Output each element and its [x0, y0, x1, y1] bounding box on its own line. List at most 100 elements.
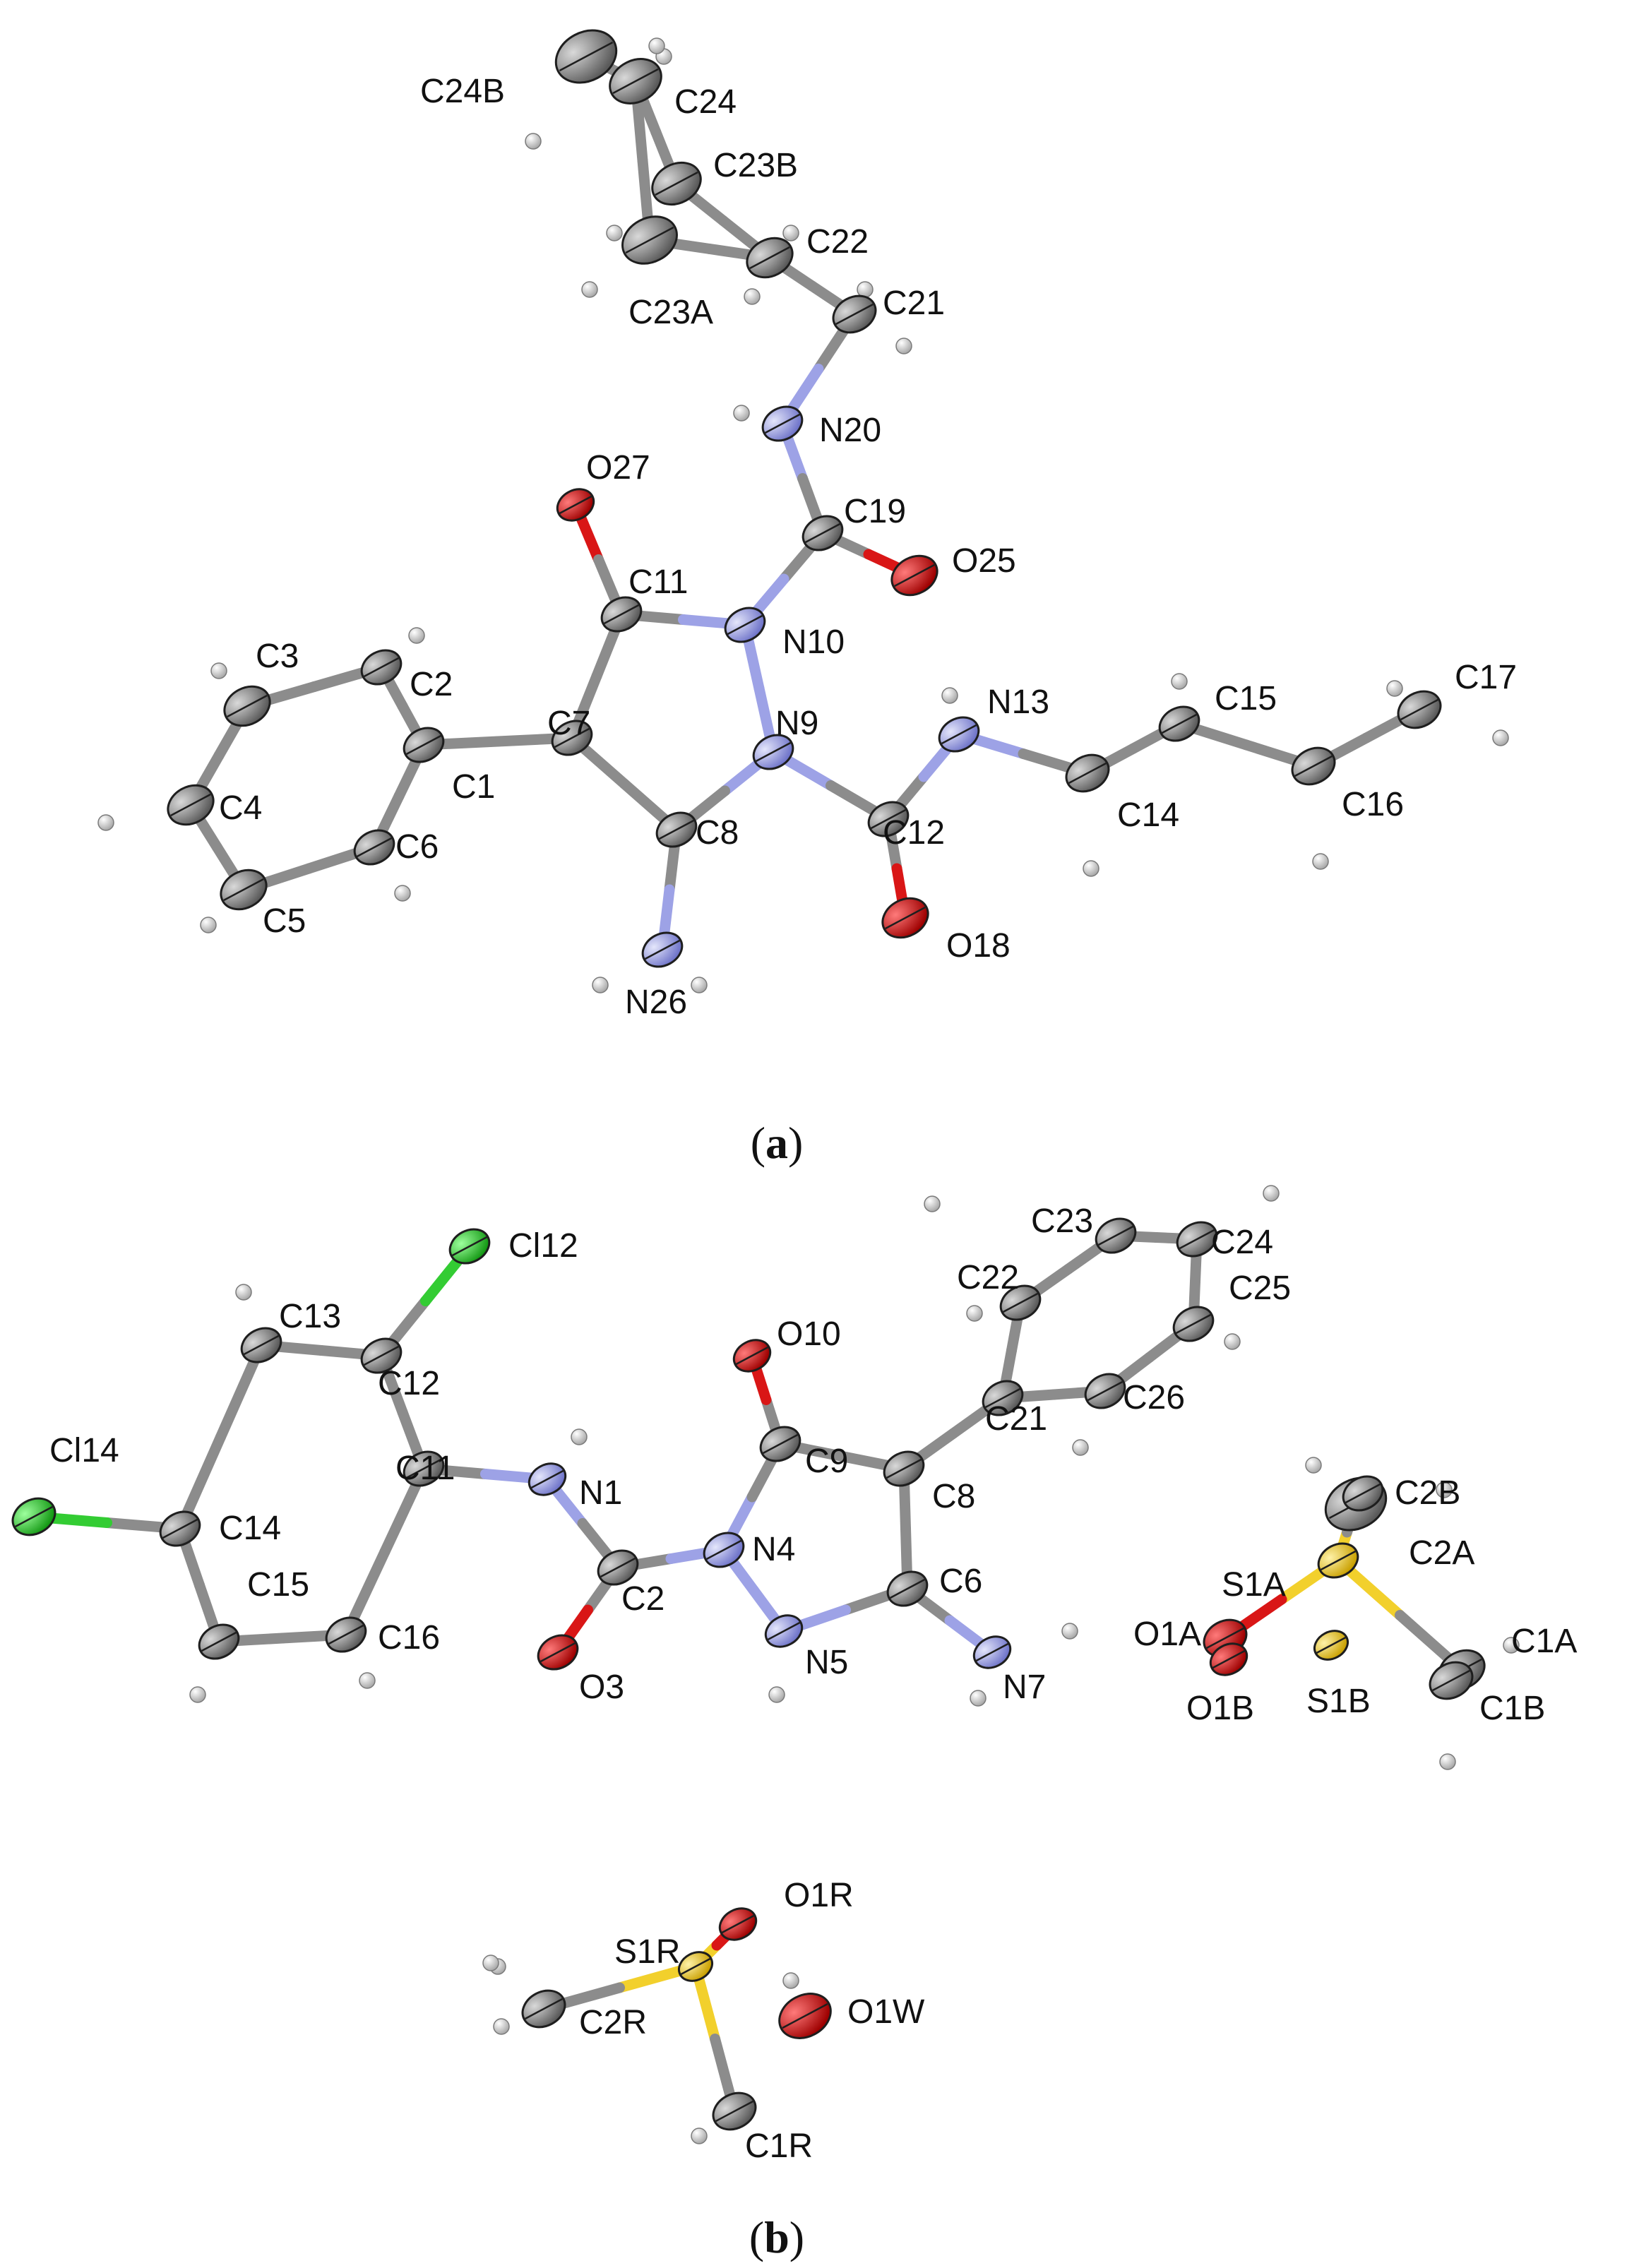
atom-label: C22	[806, 223, 869, 261]
atom-C12	[867, 801, 910, 837]
hydrogen-atom	[1072, 1439, 1089, 1456]
atom-label: N20	[819, 412, 881, 449]
atom-C8	[655, 811, 698, 848]
atom-C11	[600, 596, 643, 633]
atom-C1R	[712, 2091, 757, 2131]
atom-label: C1B	[1479, 1690, 1545, 1727]
panel-b: Cl12Cl14C13C12C11C14C15C16N1C2O3N4C9O10C…	[11, 1185, 1577, 2262]
atom-label: C13	[279, 1298, 341, 1335]
atom-N26	[641, 931, 684, 968]
atom-label: C8	[696, 814, 739, 852]
atom-C24B	[554, 29, 618, 84]
atom-C3	[223, 685, 271, 727]
atom-label: C1A	[1511, 1623, 1577, 1660]
hydrogen-atom	[970, 1690, 987, 1707]
atom-C2	[360, 649, 403, 686]
atom-C17	[1397, 690, 1442, 729]
hydrogen-atom	[782, 225, 799, 241]
hydrogen-atom	[1263, 1185, 1280, 1202]
atom-C2B	[1342, 1475, 1384, 1512]
hydrogen-atom	[691, 977, 708, 993]
atom-Cl12	[448, 1228, 491, 1265]
atom-label: C12	[378, 1365, 440, 1402]
hydrogen-atom	[1439, 1753, 1456, 1770]
atom-C21	[832, 294, 877, 334]
atom-O3	[537, 1634, 579, 1671]
atom-N10	[724, 607, 766, 643]
hydrogen-atom	[408, 627, 425, 644]
atom-C2R	[521, 1989, 566, 2029]
atom-C24	[1176, 1221, 1218, 1258]
atom-label: C16	[1342, 786, 1404, 823]
atom-C7	[551, 720, 593, 756]
atom-S1B	[1313, 1630, 1349, 1661]
atom-S1R	[678, 1951, 713, 1982]
atom-C12	[360, 1337, 403, 1374]
atom-label: O1W	[847, 1993, 925, 2031]
atom-C5	[220, 869, 268, 911]
atom-label: N1	[579, 1474, 622, 1512]
panel-b-atom-labels: Cl12Cl14C13C12C11C14C15C16N1C2O3N4C9O10C…	[49, 1202, 1577, 2165]
atom-C22	[746, 237, 794, 279]
atom-C13	[240, 1327, 282, 1363]
atom-C14	[159, 1510, 201, 1547]
hydrogen-atom	[1386, 680, 1403, 697]
atom-N7	[972, 1635, 1012, 1669]
atom-C2	[597, 1549, 639, 1586]
atom-label: Cl14	[49, 1432, 119, 1469]
atom-label: C1R	[745, 2127, 813, 2165]
atom-N5	[764, 1614, 804, 1648]
atom-N1	[528, 1462, 567, 1496]
atom-label: O1B	[1186, 1690, 1254, 1727]
atom-C9	[759, 1426, 801, 1462]
hydrogen-atom	[782, 1972, 799, 1989]
atom-label: O18	[946, 927, 1011, 965]
atom-label: C2	[621, 1580, 664, 1618]
atom-label: C11	[628, 563, 689, 601]
panel-a-hydrogens	[97, 37, 1509, 993]
hydrogen-atom	[941, 687, 958, 704]
atom-label: O10	[777, 1315, 841, 1353]
panel-b-hydrogens	[189, 1185, 1520, 2144]
atom-label: O27	[586, 449, 650, 487]
atom-label: C24B	[420, 73, 505, 110]
atom-N9	[752, 734, 794, 770]
atom-label: O3	[579, 1669, 624, 1706]
atom-label: C12	[883, 814, 945, 852]
hydrogen-atom	[1224, 1333, 1241, 1350]
hydrogen-atom	[189, 1686, 206, 1703]
atom-label: C2A	[1409, 1534, 1474, 1572]
hydrogen-atom	[394, 885, 411, 902]
atom-label: C16	[378, 1619, 440, 1657]
hydrogen-atom	[1492, 729, 1509, 746]
atom-label: O1A	[1133, 1616, 1201, 1653]
atom-label: C26	[1123, 1379, 1185, 1416]
atom-label: C25	[1229, 1270, 1291, 1307]
atom-label: C21	[985, 1400, 1047, 1438]
atom-C19	[801, 515, 844, 551]
atom-label: C19	[844, 493, 906, 530]
hydrogen-atom	[571, 1428, 588, 1445]
hydrogen-atom	[97, 814, 114, 831]
atom-S1A	[1317, 1542, 1359, 1579]
atom-C1B	[1429, 1661, 1474, 1700]
atom-label: N26	[625, 984, 687, 1021]
hydrogen-atom	[733, 405, 750, 422]
hydrogen-atom	[493, 2018, 510, 2035]
panel-a-atoms	[167, 29, 1442, 968]
panel-b-caption: (b)	[749, 2212, 804, 2262]
atom-label: N9	[775, 705, 818, 742]
atom-C21	[982, 1380, 1024, 1416]
atom-label: C14	[219, 1510, 281, 1547]
atom-label: C14	[1117, 796, 1179, 834]
atom-label: C24	[674, 83, 737, 121]
hydrogen-atom	[1305, 1457, 1322, 1474]
atom-label: C23B	[713, 147, 798, 184]
hydrogen-atom	[592, 977, 609, 993]
atom-label: S1B	[1306, 1683, 1371, 1720]
atom-C23B	[651, 161, 702, 206]
